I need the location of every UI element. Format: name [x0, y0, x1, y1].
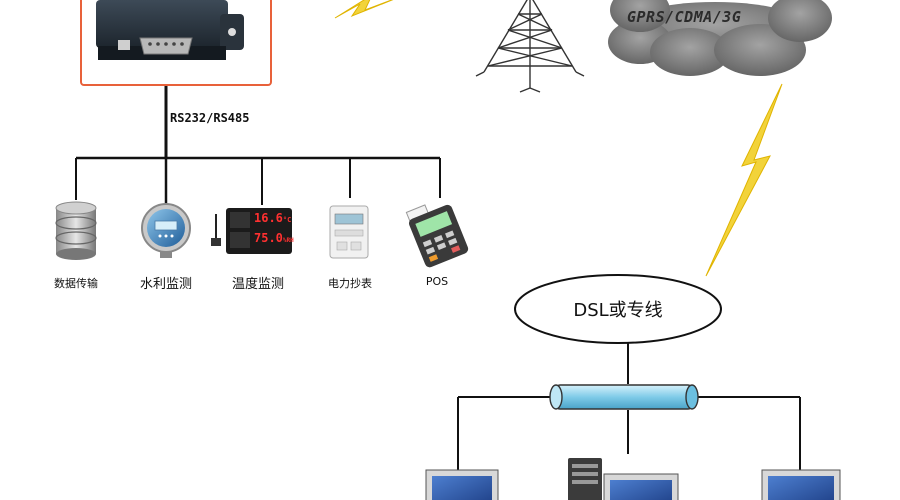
cell-tower-icon [475, 0, 585, 93]
device-label-temperature-monitoring: 温度监测 [231, 277, 284, 292]
rs-bus-lines [75, 82, 441, 205]
dsl-network-ellipse [514, 274, 722, 344]
humidity-value: 75.0%RH [254, 231, 294, 245]
server-icon [568, 458, 602, 500]
database-icon [55, 201, 97, 260]
cloud-label: GPRS/CDMA/3G [627, 8, 742, 26]
temperature-value: 16.6°C [254, 211, 292, 225]
lightning-bolt-icon [334, 0, 394, 19]
monitor-icon [425, 469, 499, 500]
pipe-backbone-icon [549, 384, 699, 410]
lightning-bolt-icon [705, 83, 783, 277]
temperature-display-icon [211, 208, 292, 254]
network-label: DSL或专线 [573, 300, 663, 321]
device-label-data-transfer: 数据传输 [54, 277, 98, 290]
bus-label: RS232/RS485 [170, 111, 250, 125]
device-label-water-monitoring: 水利监测 [139, 277, 192, 292]
device-label-meter-reading: 电力抄表 [328, 277, 372, 290]
gateway-device-overlay [96, 0, 244, 60]
monitor-icon [761, 469, 841, 500]
device-label-pos: POS [425, 275, 449, 288]
electric-meter-icon [329, 205, 369, 259]
monitor-icon [603, 473, 679, 500]
pressure-gauge-icon [141, 203, 191, 258]
cloud-icon [608, 0, 832, 76]
pos-terminal-icon [405, 204, 469, 268]
